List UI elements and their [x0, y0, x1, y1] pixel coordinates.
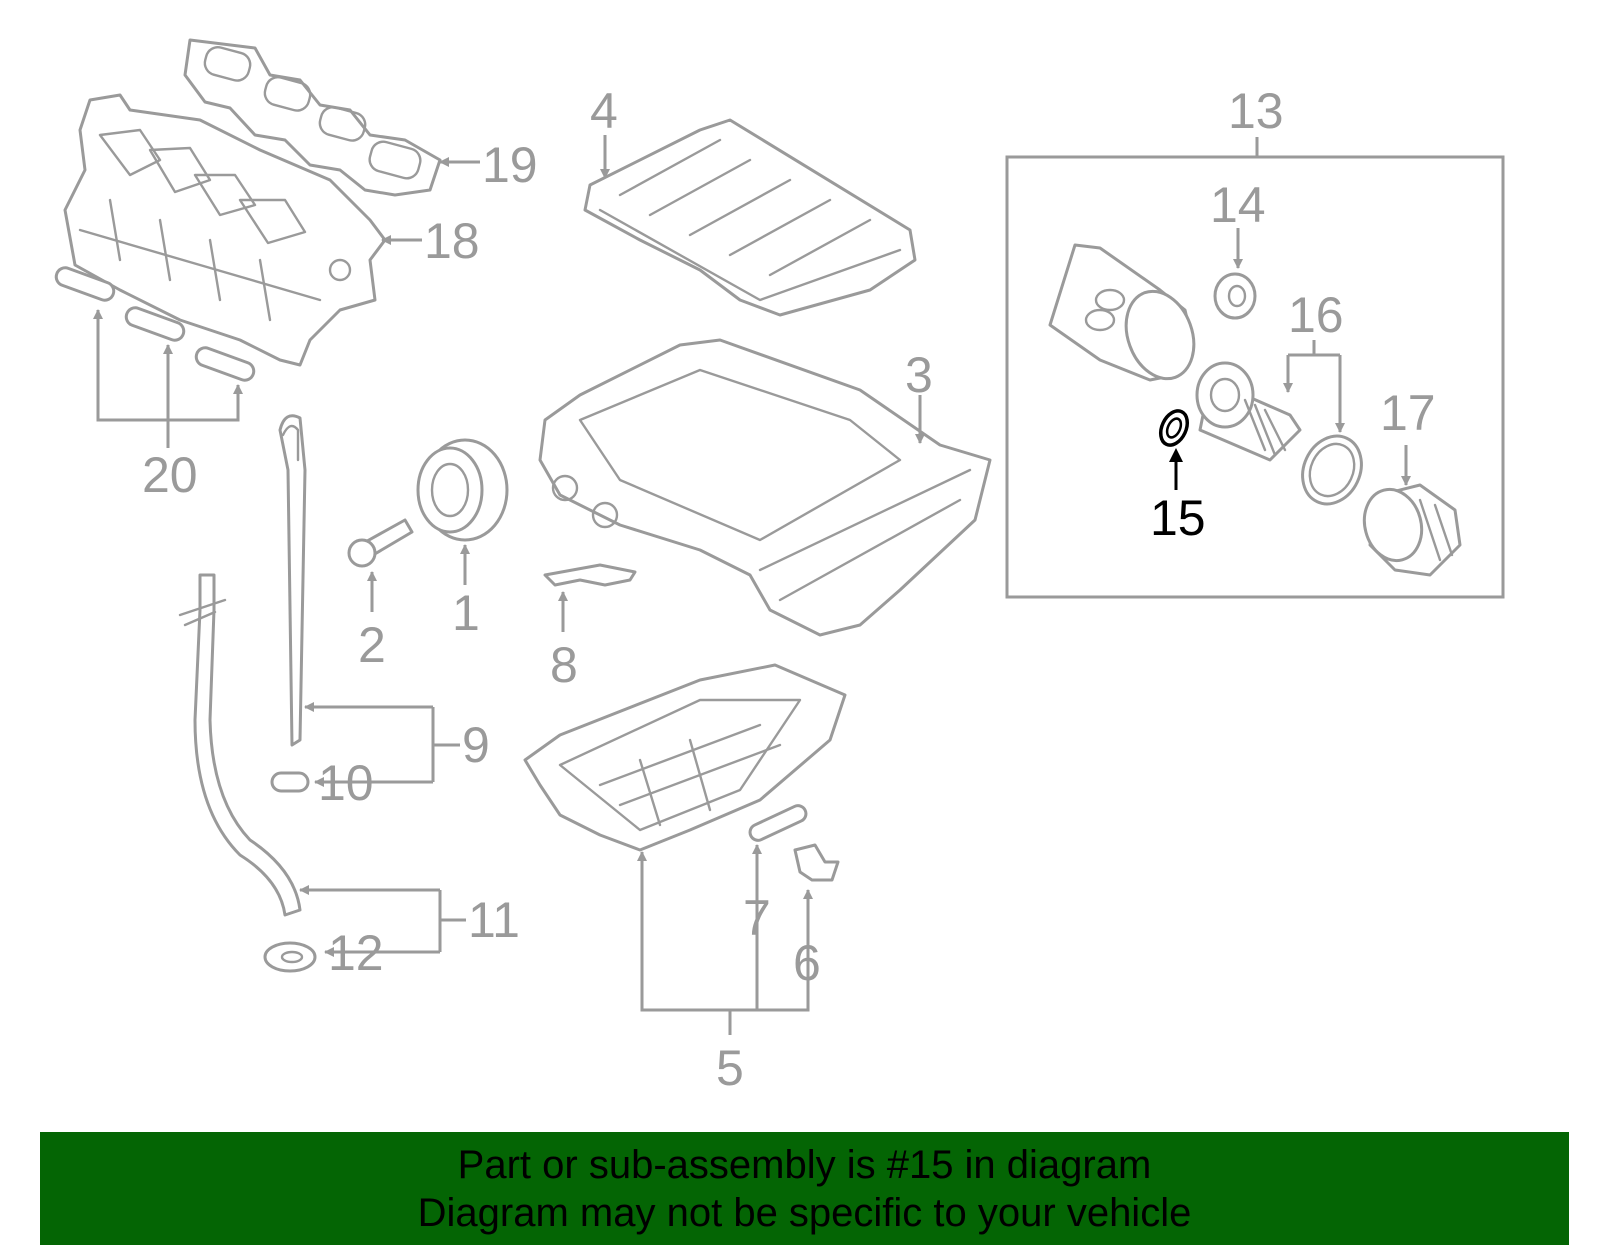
filter-assembly-box-13 [1005, 155, 1505, 599]
arrowhead-15 [1169, 448, 1183, 462]
callout-13: 13 [1228, 83, 1284, 139]
parts-diagram: 19 18 20 4 3 1 2 8 9 10 11 12 7 6 5 13 1… [54, 38, 1505, 1096]
caption-line-2: Diagram may not be specific to your vehi… [417, 1190, 1192, 1235]
callout-15: 15 [1150, 490, 1206, 546]
lower-oil-pan-5[interactable] [523, 663, 847, 852]
drain-gasket-7[interactable] [747, 803, 808, 843]
filter-housing-13[interactable] [1048, 243, 1205, 388]
dipstick-oring-10[interactable] [270, 771, 310, 793]
filter-cap-17[interactable] [1357, 483, 1462, 577]
callout-3: 3 [905, 347, 933, 403]
housing-seal-14[interactable] [1213, 272, 1257, 320]
callout-2: 2 [358, 617, 386, 673]
filter-oring-16[interactable] [1292, 426, 1372, 513]
port-gasket-20[interactable] [54, 265, 257, 382]
filter-oring-15[interactable] [1156, 407, 1193, 450]
callout-14: 14 [1210, 177, 1266, 233]
callout-labels: 19 18 20 4 3 1 2 8 9 10 11 12 7 6 5 13 1… [142, 83, 1436, 1096]
dipstick-tube-11[interactable] [178, 573, 302, 917]
callout-11: 11 [468, 892, 520, 948]
intake-manifold-18[interactable] [63, 93, 387, 367]
caption-line-1: Part or sub-assembly is #15 in diagram [457, 1142, 1152, 1187]
bolt-2[interactable] [347, 518, 414, 568]
dipstick-9[interactable] [278, 414, 307, 747]
front-seal-1[interactable] [416, 438, 509, 542]
callout-8: 8 [550, 637, 578, 693]
callout-17: 17 [1380, 385, 1436, 441]
callout-7: 7 [743, 890, 771, 946]
bracket-8[interactable] [543, 563, 637, 587]
upper-oil-pan-3[interactable] [538, 338, 992, 637]
oil-baffle-4[interactable] [583, 118, 917, 317]
callout-20: 20 [142, 447, 198, 503]
callout-9: 9 [462, 717, 490, 773]
intake-gasket-19[interactable] [183, 38, 442, 197]
callout-19: 19 [482, 137, 538, 193]
filter-element-16[interactable] [1195, 361, 1302, 462]
callout-10: 10 [318, 755, 374, 811]
callout-1: 1 [452, 585, 480, 641]
caption-banner: Part or sub-assembly is #15 in diagram D… [40, 1132, 1569, 1245]
callout-6: 6 [793, 935, 821, 991]
callout-5: 5 [716, 1040, 744, 1096]
tube-gasket-12[interactable] [263, 941, 317, 973]
leader-lines [93, 135, 1411, 1035]
drain-plug-6[interactable] [793, 843, 840, 882]
callout-18: 18 [424, 213, 480, 269]
callout-16: 16 [1288, 287, 1344, 343]
callout-4: 4 [590, 83, 618, 139]
callout-12: 12 [328, 925, 384, 981]
